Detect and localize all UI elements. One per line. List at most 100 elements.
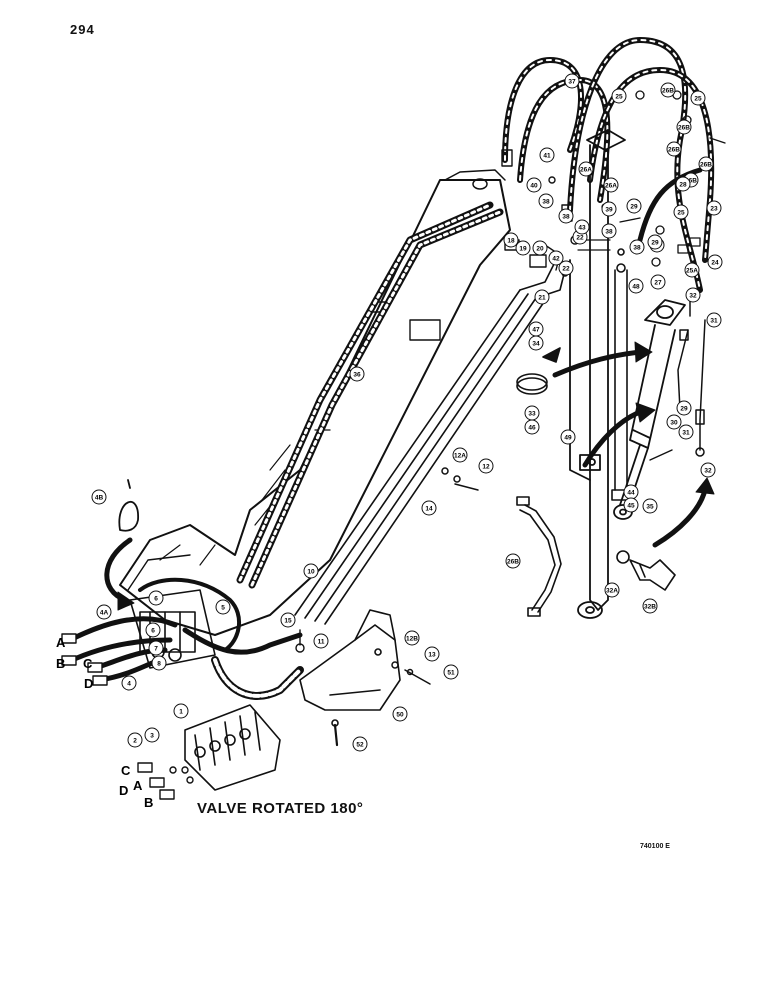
callout-13: 13 [424,646,440,662]
svg-text:22: 22 [576,234,584,241]
callout-29b: 29 [647,234,663,250]
callouts: 1 2 3 4 4A 4B 5 6 6 7 8 10 11 12 12A 12B… [91,73,723,752]
svg-text:20: 20 [536,245,544,252]
svg-text:23: 23 [710,205,718,212]
hose-loop-4b [118,479,139,532]
steel-tubes [294,261,566,625]
callout-32b: 32 [700,462,716,478]
port-letter-b-exploded: B [144,795,153,810]
callout-45: 45 [623,497,639,513]
callout-2: 2 [127,732,143,748]
svg-text:37: 37 [568,78,576,85]
callout-34: 34 [528,335,544,351]
exploded-control-valve [184,704,281,791]
svg-text:50: 50 [396,711,404,718]
svg-text:29: 29 [630,203,638,210]
callout-30: 30 [666,414,682,430]
svg-text:32: 32 [704,467,712,474]
callout-31b: 31 [678,424,694,440]
page-number: 294 [70,22,95,37]
second-cylinder [611,248,631,501]
svg-text:47: 47 [532,326,540,333]
callout-44: 44 [623,484,639,500]
callout-32B: 32B [642,598,658,614]
boom-hoses [236,201,504,589]
callout-52: 52 [352,736,368,752]
svg-text:38: 38 [562,213,570,220]
port-letter-b: B [56,656,65,671]
svg-text:10: 10 [307,568,315,575]
svg-text:39: 39 [605,206,613,213]
svg-text:21: 21 [538,294,546,301]
callout-39: 39 [601,201,617,217]
callout-12: 12 [478,458,494,474]
svg-text:26A: 26A [605,182,617,189]
svg-text:38: 38 [542,198,550,205]
svg-text:2: 2 [133,737,137,744]
callout-41: 41 [539,147,555,163]
callout-20: 20 [532,240,548,256]
svg-text:24: 24 [711,259,719,266]
svg-text:28: 28 [679,181,687,188]
bolts [391,467,479,685]
callout-24: 24 [707,254,723,270]
svg-text:38: 38 [605,228,613,235]
callout-32A: 32A [604,582,620,598]
svg-text:26B: 26B [507,558,519,565]
svg-text:34: 34 [532,340,540,347]
svg-text:19: 19 [519,245,527,252]
svg-text:45: 45 [627,502,635,509]
callout-26b3: 26B [666,141,682,157]
port-letter-a: A [56,635,66,650]
svg-text:40: 40 [530,182,538,189]
callout-3: 3 [144,727,160,743]
port-letter-d-exploded: D [119,783,128,798]
port-letter-c-exploded: C [121,763,131,778]
svg-text:25: 25 [677,209,685,216]
right-hoses [677,299,706,457]
callout-22a: 22 [558,260,574,276]
callout-10: 10 [303,563,319,579]
svg-text:18: 18 [507,237,515,244]
callout-50: 50 [392,706,408,722]
svg-text:38: 38 [633,244,641,251]
callout-38d: 38 [629,239,645,255]
svg-text:29: 29 [680,405,688,412]
svg-text:26B: 26B [668,146,680,153]
callout-26a1: 26A [578,161,594,177]
svg-text:25A: 25A [686,267,698,274]
svg-text:22: 22 [562,265,570,272]
svg-text:35: 35 [646,503,654,510]
callout-37: 37 [564,73,580,89]
callout-25a: 25 [611,88,627,104]
callout-33: 33 [524,405,540,421]
svg-text:43: 43 [578,224,586,231]
svg-text:27: 27 [654,279,662,286]
callout-49: 49 [560,429,576,445]
callout-4: 4 [121,675,137,691]
diagram-caption: VALVE ROTATED 180° [197,800,364,817]
svg-text:44: 44 [627,489,635,496]
port-letter-a-exploded: A [133,778,143,793]
drawing-id: 740100 E [640,843,670,850]
callout-18: 18 [503,232,519,248]
svg-text:15: 15 [284,617,292,624]
callout-21: 21 [534,289,550,305]
svg-text:49: 49 [564,434,572,441]
port-hose-fittings [61,633,108,686]
hose-clamp [516,347,561,395]
svg-text:31: 31 [710,317,718,324]
svg-text:5: 5 [221,604,225,611]
callout-31a: 31 [706,312,722,328]
callout-26b2: 26B [676,119,692,135]
svg-text:26A: 26A [580,166,592,173]
svg-text:41: 41 [543,152,551,159]
callout-4b: 4B [91,489,107,505]
svg-text:4A: 4A [100,609,109,616]
svg-text:36: 36 [353,371,361,378]
callout-32a: 32 [685,287,701,303]
callout-6b: 6 [145,622,161,638]
elbow-fitting [616,550,676,591]
svg-text:12A: 12A [454,452,466,459]
svg-text:26B: 26B [678,124,690,131]
